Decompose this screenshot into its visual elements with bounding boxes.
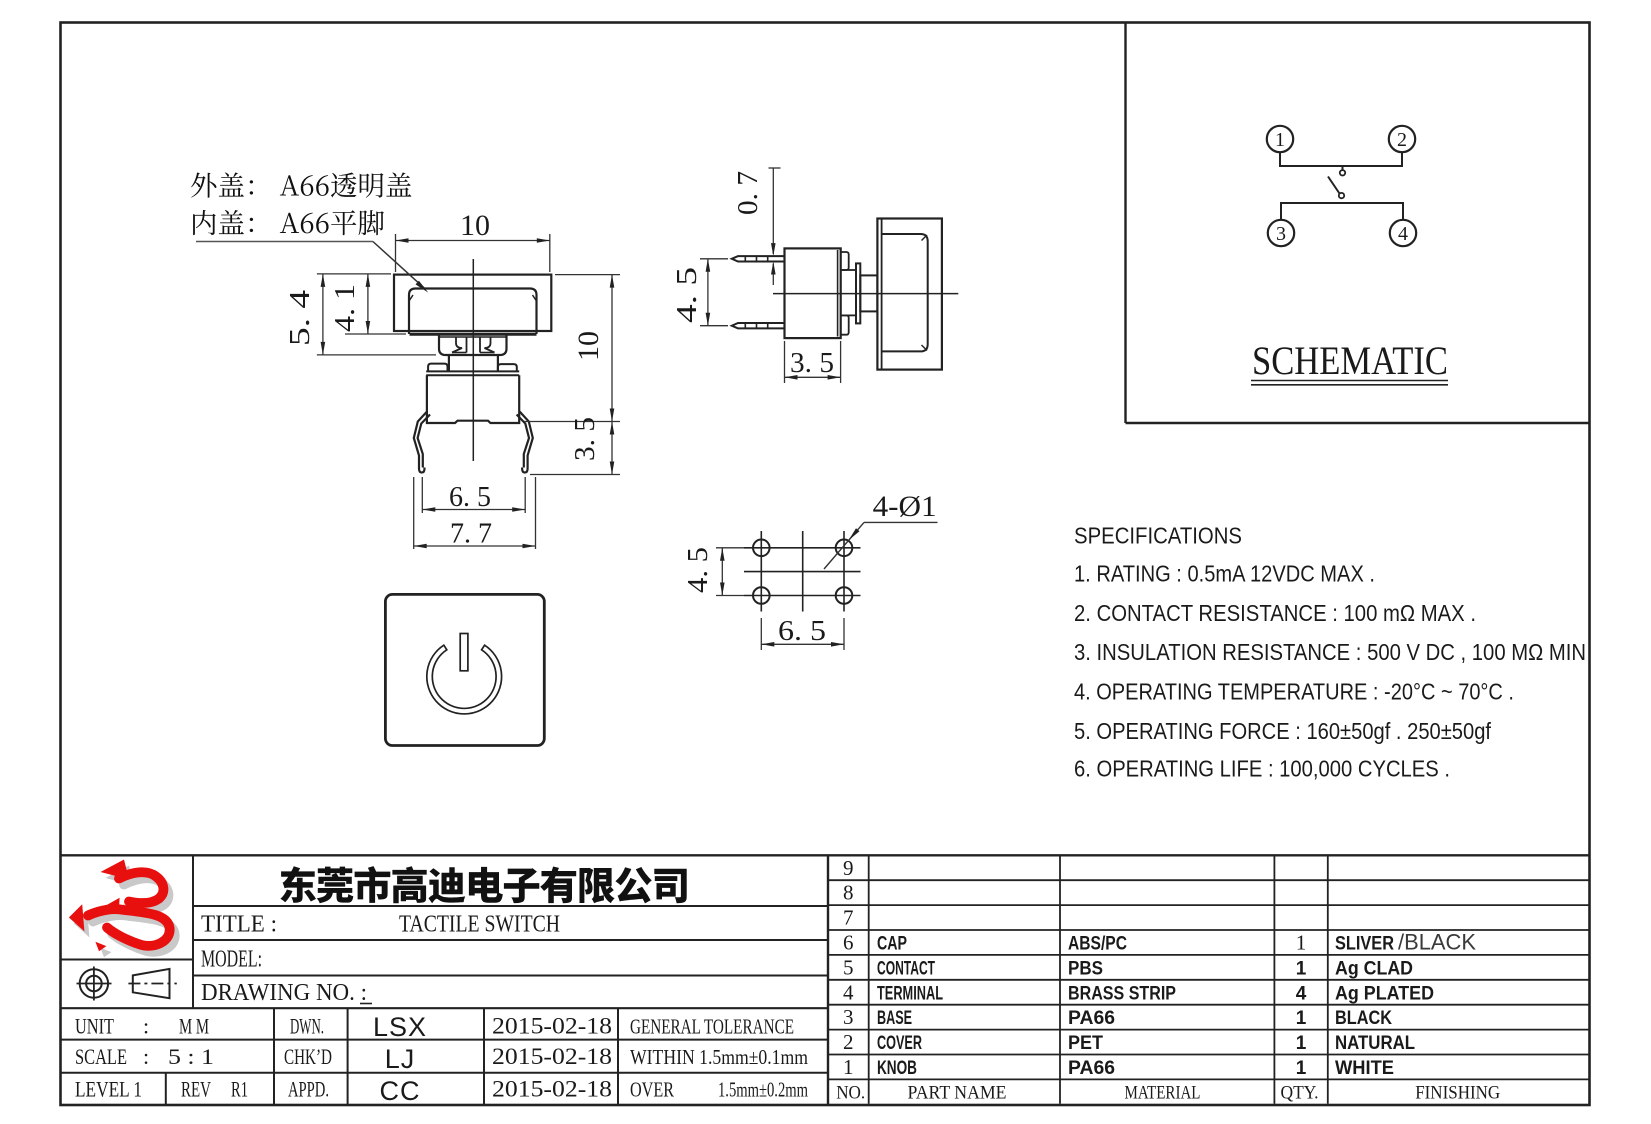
svg-text:1: 1 [843, 1055, 854, 1079]
svg-text:SLIVER: SLIVER [1335, 933, 1394, 954]
svg-text:Ag PLATED: Ag PLATED [1335, 983, 1434, 1004]
svg-text:1: 1 [1296, 1008, 1307, 1029]
svg-text:PA66: PA66 [1068, 1058, 1115, 1079]
svg-text:REV: REV [181, 1076, 211, 1101]
svg-text:2015-02-18: 2015-02-18 [492, 1076, 612, 1101]
svg-text:CHK’D: CHK’D [284, 1044, 332, 1069]
svg-text:3. INSULATION RESISTANCE : 500: 3. INSULATION RESISTANCE : 500 V DC , 10… [1074, 639, 1586, 665]
svg-text:4. 1: 4. 1 [329, 284, 361, 332]
svg-text:CC: CC [380, 1076, 421, 1106]
svg-text:/BLACK: /BLACK [1398, 929, 1476, 954]
svg-text:PART NAME: PART NAME [908, 1082, 1007, 1103]
svg-text:10: 10 [572, 331, 605, 361]
svg-text:1.5mm±0.2mm: 1.5mm±0.2mm [718, 1077, 808, 1101]
svg-text:4. OPERATING TEMPERATURE : -20: 4. OPERATING TEMPERATURE : -20°C ~ 70°C … [1074, 679, 1514, 705]
svg-text:4. 5: 4. 5 [671, 267, 703, 323]
svg-text:MATERIAL: MATERIAL [1125, 1082, 1201, 1103]
svg-text:2: 2 [843, 1030, 854, 1054]
svg-text:NATURAL: NATURAL [1335, 1033, 1415, 1054]
svg-text:LJ: LJ [385, 1044, 416, 1074]
svg-text:PA66: PA66 [1068, 1008, 1115, 1029]
svg-text:ABS/PC: ABS/PC [1068, 933, 1127, 954]
svg-text:QTY.: QTY. [1281, 1082, 1319, 1103]
svg-text:5: 5 [843, 955, 854, 979]
svg-text:4. 5: 4. 5 [682, 547, 714, 593]
svg-text:2015-02-18: 2015-02-18 [492, 1014, 612, 1039]
svg-text:6: 6 [843, 930, 854, 954]
svg-text:2. CONTACT RESISTANCE : 100 mΩ: 2. CONTACT RESISTANCE : 100 mΩ MAX . [1074, 600, 1476, 626]
svg-text:10: 10 [460, 209, 490, 242]
svg-text:APPD.: APPD. [288, 1076, 329, 1101]
svg-text:7: 7 [843, 906, 854, 930]
svg-text:LEVEL 1: LEVEL 1 [75, 1076, 142, 1101]
svg-text:BASE: BASE [877, 1008, 912, 1029]
svg-text:OVER: OVER [630, 1077, 674, 1101]
svg-text:SCHEMATIC: SCHEMATIC [1252, 338, 1448, 383]
svg-text:1: 1 [1296, 1058, 1307, 1079]
svg-text:UNIT: UNIT [75, 1014, 114, 1039]
svg-text:4: 4 [1296, 983, 1307, 1004]
svg-text:MODEL:: MODEL: [201, 947, 262, 973]
svg-text:Ag CLAD: Ag CLAD [1335, 958, 1413, 979]
svg-text:BRASS STRIP: BRASS STRIP [1068, 983, 1176, 1004]
svg-text:4: 4 [1398, 223, 1408, 245]
svg-text::: : [143, 1014, 149, 1039]
svg-text:WHITE: WHITE [1335, 1058, 1394, 1079]
svg-text:3: 3 [843, 1005, 854, 1029]
svg-text:TERMINAL: TERMINAL [877, 983, 943, 1004]
svg-text:1: 1 [1275, 129, 1285, 151]
svg-text:6. 5: 6. 5 [449, 481, 491, 513]
svg-text:R1: R1 [231, 1076, 248, 1101]
svg-text:CONTACT: CONTACT [877, 958, 935, 979]
svg-text:4: 4 [843, 980, 854, 1004]
svg-text:PBS: PBS [1068, 958, 1103, 979]
svg-text:2: 2 [1397, 129, 1407, 151]
svg-text:WITHIN 1.5mm±0.1mm: WITHIN 1.5mm±0.1mm [630, 1045, 808, 1069]
svg-text:KNOB: KNOB [877, 1058, 917, 1079]
svg-text:TITLE :: TITLE : [201, 912, 277, 938]
svg-text:3. 5: 3. 5 [790, 347, 834, 379]
svg-text:DWN.: DWN. [290, 1014, 324, 1039]
svg-text:3. 5: 3. 5 [569, 417, 601, 461]
svg-text:1. RATING : 0.5mA 12VDC MAX .: 1. RATING : 0.5mA 12VDC MAX . [1074, 561, 1375, 587]
svg-text:SPECIFICATIONS: SPECIFICATIONS [1074, 523, 1242, 549]
svg-text:BLACK: BLACK [1335, 1008, 1392, 1029]
svg-text:CAP: CAP [877, 933, 907, 954]
svg-text:SCALE: SCALE [75, 1044, 127, 1069]
svg-text:8: 8 [843, 881, 854, 905]
svg-text:M M: M M [179, 1014, 209, 1039]
svg-text:NO.: NO. [836, 1082, 865, 1103]
svg-text:1: 1 [1296, 930, 1307, 954]
svg-text:FINISHING: FINISHING [1415, 1082, 1500, 1103]
svg-text:6. 5: 6. 5 [778, 615, 826, 647]
svg-text:1: 1 [1296, 958, 1307, 979]
svg-text:PET: PET [1068, 1033, 1103, 1054]
svg-text:GENERAL TOLERANCE: GENERAL TOLERANCE [630, 1015, 794, 1039]
svg-text:4-Ø1: 4-Ø1 [873, 490, 937, 523]
svg-text:DRAWING NO. :: DRAWING NO. : [201, 980, 367, 1006]
svg-text:6. OPERATING LIFE : 100,000 CY: 6. OPERATING LIFE : 100,000 CYCLES . [1074, 756, 1450, 782]
svg-text:5. OPERATING FORCE : 160±50gf: 5. OPERATING FORCE : 160±50gf . 250±50gf [1074, 718, 1491, 744]
svg-text:COVER: COVER [877, 1033, 922, 1054]
svg-text:7. 7: 7. 7 [450, 518, 492, 550]
svg-text:5. 4: 5. 4 [284, 289, 316, 346]
svg-text:9: 9 [843, 856, 854, 880]
svg-text:TACTILE SWITCH: TACTILE SWITCH [399, 912, 560, 938]
svg-text:0. 7: 0. 7 [732, 171, 764, 215]
svg-text:3: 3 [1276, 223, 1286, 245]
svg-text::: : [143, 1044, 149, 1069]
svg-text:LSX: LSX [373, 1012, 427, 1042]
svg-text:2015-02-18: 2015-02-18 [492, 1044, 612, 1069]
svg-text:5 : 1: 5 : 1 [168, 1044, 214, 1069]
svg-text:1: 1 [1296, 1033, 1307, 1054]
